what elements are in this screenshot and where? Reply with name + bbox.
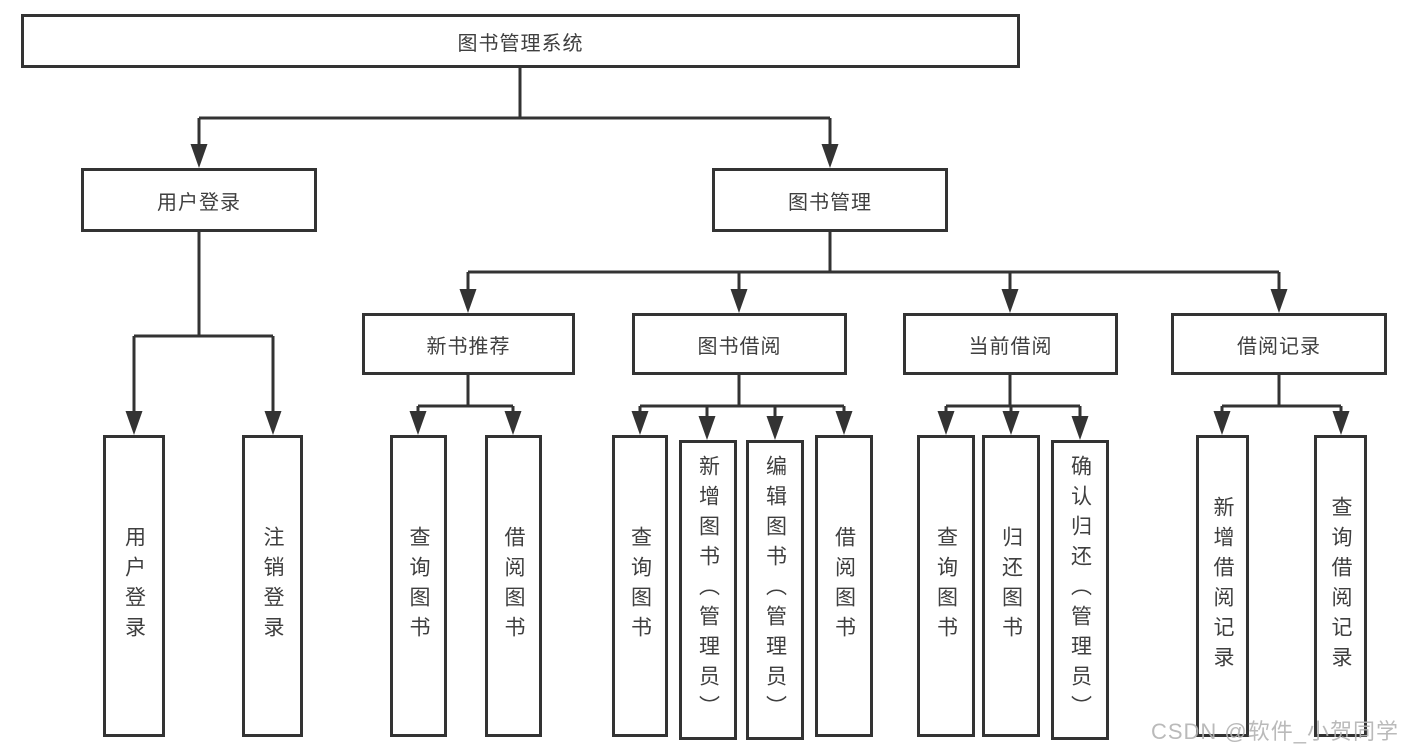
node-logout: 注销登录 xyxy=(242,435,303,737)
node-new-book-recommendation: 新书推荐 xyxy=(362,313,575,375)
node-library-management-system: 图书管理系统 xyxy=(21,14,1020,68)
node-query-books-recommend: 查询图书 xyxy=(390,435,447,737)
node-query-borrow-record: 查询借阅记录 xyxy=(1314,435,1367,737)
arrowheads xyxy=(125,144,1350,440)
node-user-login: 用户登录 xyxy=(103,435,165,737)
node-return-books: 归还图书 xyxy=(982,435,1040,737)
watermark-csdn: CSDN @软件_小贺同学 xyxy=(1150,719,1399,744)
node-borrow-books-recommend: 借阅图书 xyxy=(485,435,542,737)
node-current-borrowing: 当前借阅 xyxy=(903,313,1118,375)
node-borrowing-records: 借阅记录 xyxy=(1171,313,1387,375)
node-query-books-current: 查询图书 xyxy=(917,435,975,737)
node-add-borrow-record: 新增借阅记录 xyxy=(1196,435,1249,737)
connector-paths xyxy=(132,68,1343,422)
node-book-management-branch: 图书管理 xyxy=(712,168,948,232)
node-user-login-branch: 用户登录 xyxy=(81,168,317,232)
node-borrow-books: 借阅图书 xyxy=(815,435,873,737)
node-edit-book-admin: 编辑图书（管理员） xyxy=(746,440,804,740)
node-book-borrowing: 图书借阅 xyxy=(632,313,847,375)
node-query-books-borrowing: 查询图书 xyxy=(612,435,668,737)
node-confirm-return-admin: 确认归还（管理员） xyxy=(1051,440,1109,740)
node-add-book-admin: 新增图书（管理员） xyxy=(679,440,737,740)
